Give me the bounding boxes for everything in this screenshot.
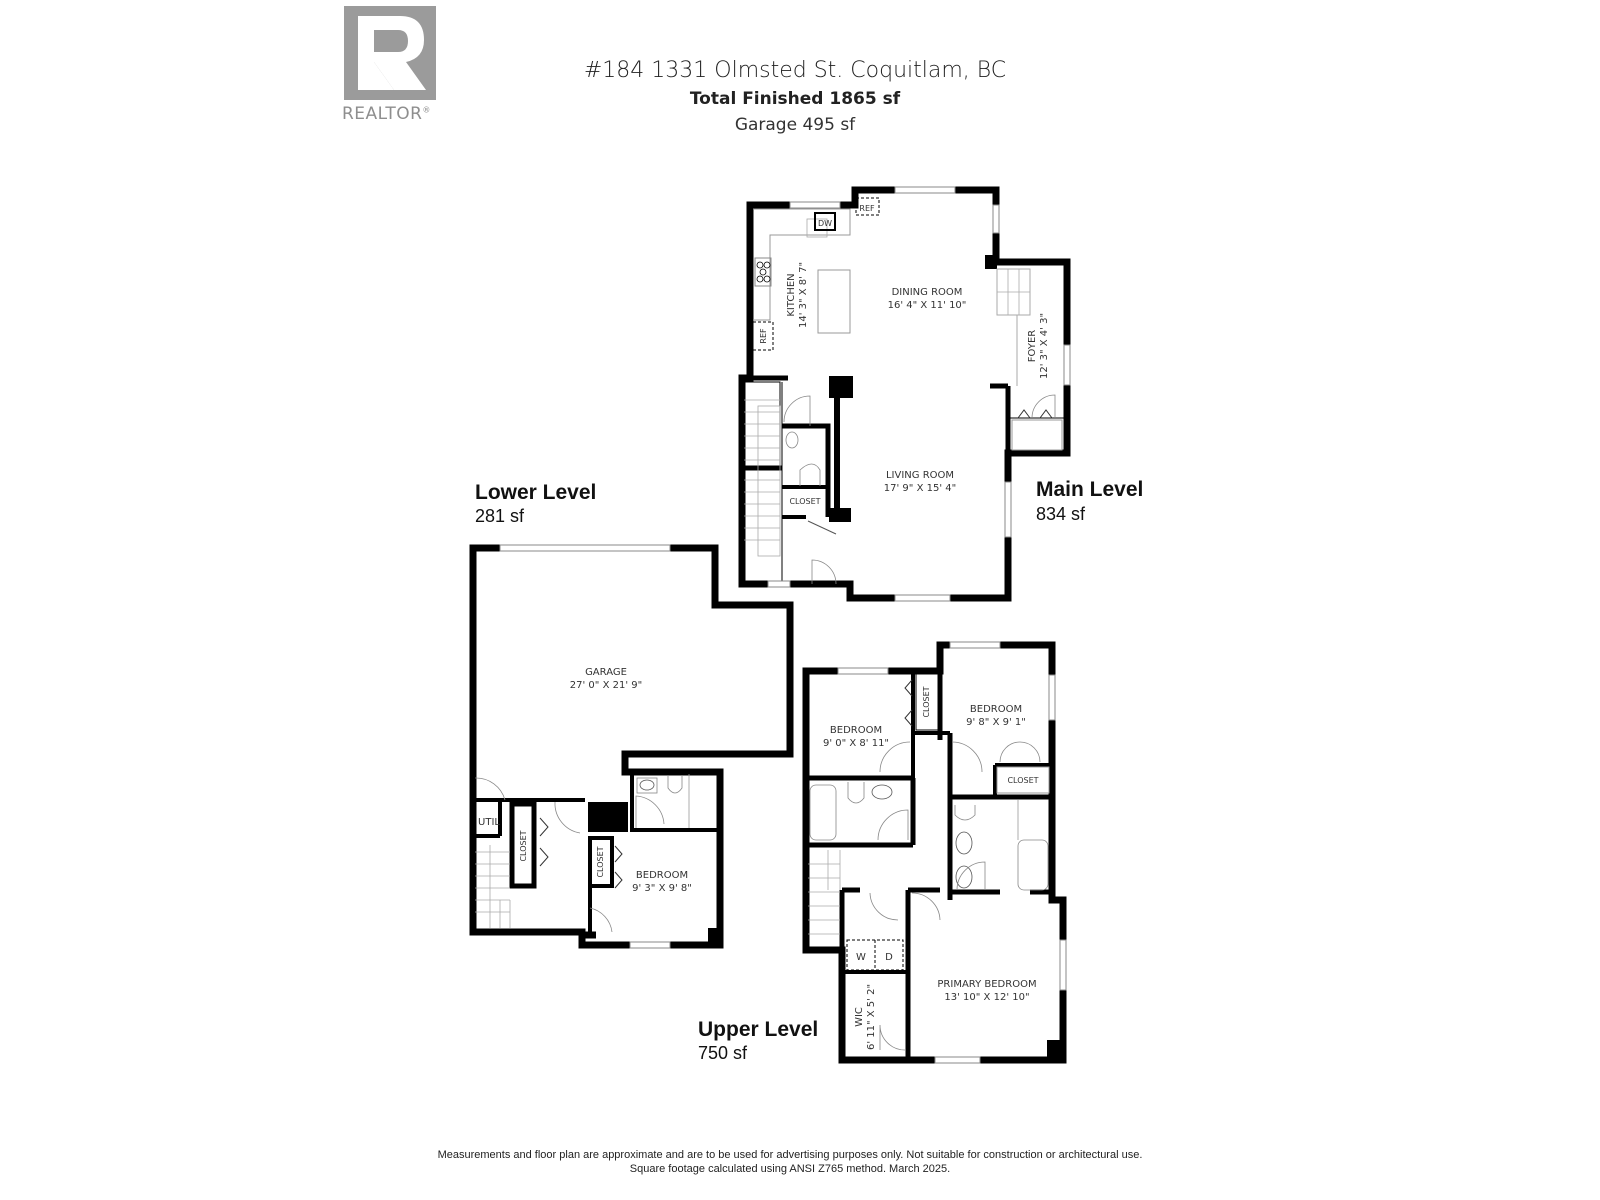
listing-header: #184 1331 Olmsted St. Coquitlam, BC Tota… [560, 56, 1030, 138]
foyer-dims: 12' 3" X 4' 3" [1039, 313, 1050, 379]
disclaimer: Measurements and floor plan are approxim… [380, 1148, 1200, 1176]
disclaimer-line-2: Square footage calculated using ANSI Z76… [629, 1163, 951, 1175]
lower-bedroom-dims: 9' 3" X 9' 8" [632, 883, 692, 894]
living-room-label: LIVING ROOM [886, 470, 954, 481]
kitchen-dims: 14' 3" X 8' 7" [798, 262, 809, 328]
ref-label-2: REF [759, 328, 768, 344]
realtor-wordmark: REALTOR® [342, 104, 431, 124]
upper-level-plan [802, 641, 1067, 1064]
foyer-label: FOYER [1027, 330, 1038, 363]
lower-level-sf: 281 sf [475, 506, 525, 526]
upper-level-sf: 750 sf [698, 1043, 748, 1063]
lower-closet-2-label: CLOSET [596, 846, 605, 877]
wic-dims: 6' 11" X 5' 2" [866, 984, 877, 1050]
lower-closet-1-label: CLOSET [519, 830, 528, 861]
upper-closet-2-label: CLOSET [1007, 776, 1038, 785]
garage-area: Garage 495 sf [734, 115, 856, 135]
total-finished-area: Total Finished 1865 sf [689, 89, 901, 109]
disclaimer-line-1: Measurements and floor plan are approxim… [437, 1149, 1143, 1161]
main-closet-label: CLOSET [789, 497, 820, 506]
util-label: UTIL [478, 817, 500, 828]
dw-label: DW [818, 219, 832, 228]
dryer-label: D [885, 952, 893, 963]
lower-level-plan [469, 544, 794, 949]
bedroom-3-label: BEDROOM [970, 704, 1022, 715]
garage-label: GARAGE [585, 667, 627, 678]
upper-level-title: Upper Level [698, 1018, 819, 1041]
property-address: #184 1331 Olmsted St. Coquitlam, BC [583, 58, 1007, 83]
main-level-sf: 834 sf [1036, 504, 1086, 524]
bedroom-2-dims: 9' 0" X 8' 11" [823, 738, 889, 749]
realtor-logo: REALTOR® [342, 6, 436, 124]
upper-closet-1-label: CLOSET [922, 686, 931, 717]
garage-dims: 27' 0" X 21' 9" [570, 680, 642, 691]
bedroom-2-label: BEDROOM [830, 725, 882, 736]
main-level-title: Main Level [1036, 478, 1144, 501]
primary-bedroom-label: PRIMARY BEDROOM [937, 979, 1036, 990]
lower-bedroom-label: BEDROOM [636, 870, 688, 881]
living-room-dims: 17' 9" X 15' 4" [884, 483, 956, 494]
dining-room-dims: 16' 4" X 11' 10" [888, 300, 967, 311]
washer-label: W [856, 952, 866, 963]
primary-bedroom-dims: 13' 10" X 12' 10" [944, 992, 1029, 1003]
bedroom-3-dims: 9' 8" X 9' 1" [966, 717, 1026, 728]
kitchen-label: KITCHEN [786, 273, 797, 316]
room-labels: DINING ROOM 16' 4" X 11' 10" KITCHEN 14'… [478, 204, 1050, 1050]
wic-label: WIC [854, 1007, 865, 1027]
dining-room-label: DINING ROOM [892, 287, 963, 298]
realtor-r-icon [344, 6, 436, 100]
main-level-plan [738, 186, 1071, 602]
ref-label: REF [859, 204, 875, 213]
lower-level-title: Lower Level [475, 481, 597, 504]
